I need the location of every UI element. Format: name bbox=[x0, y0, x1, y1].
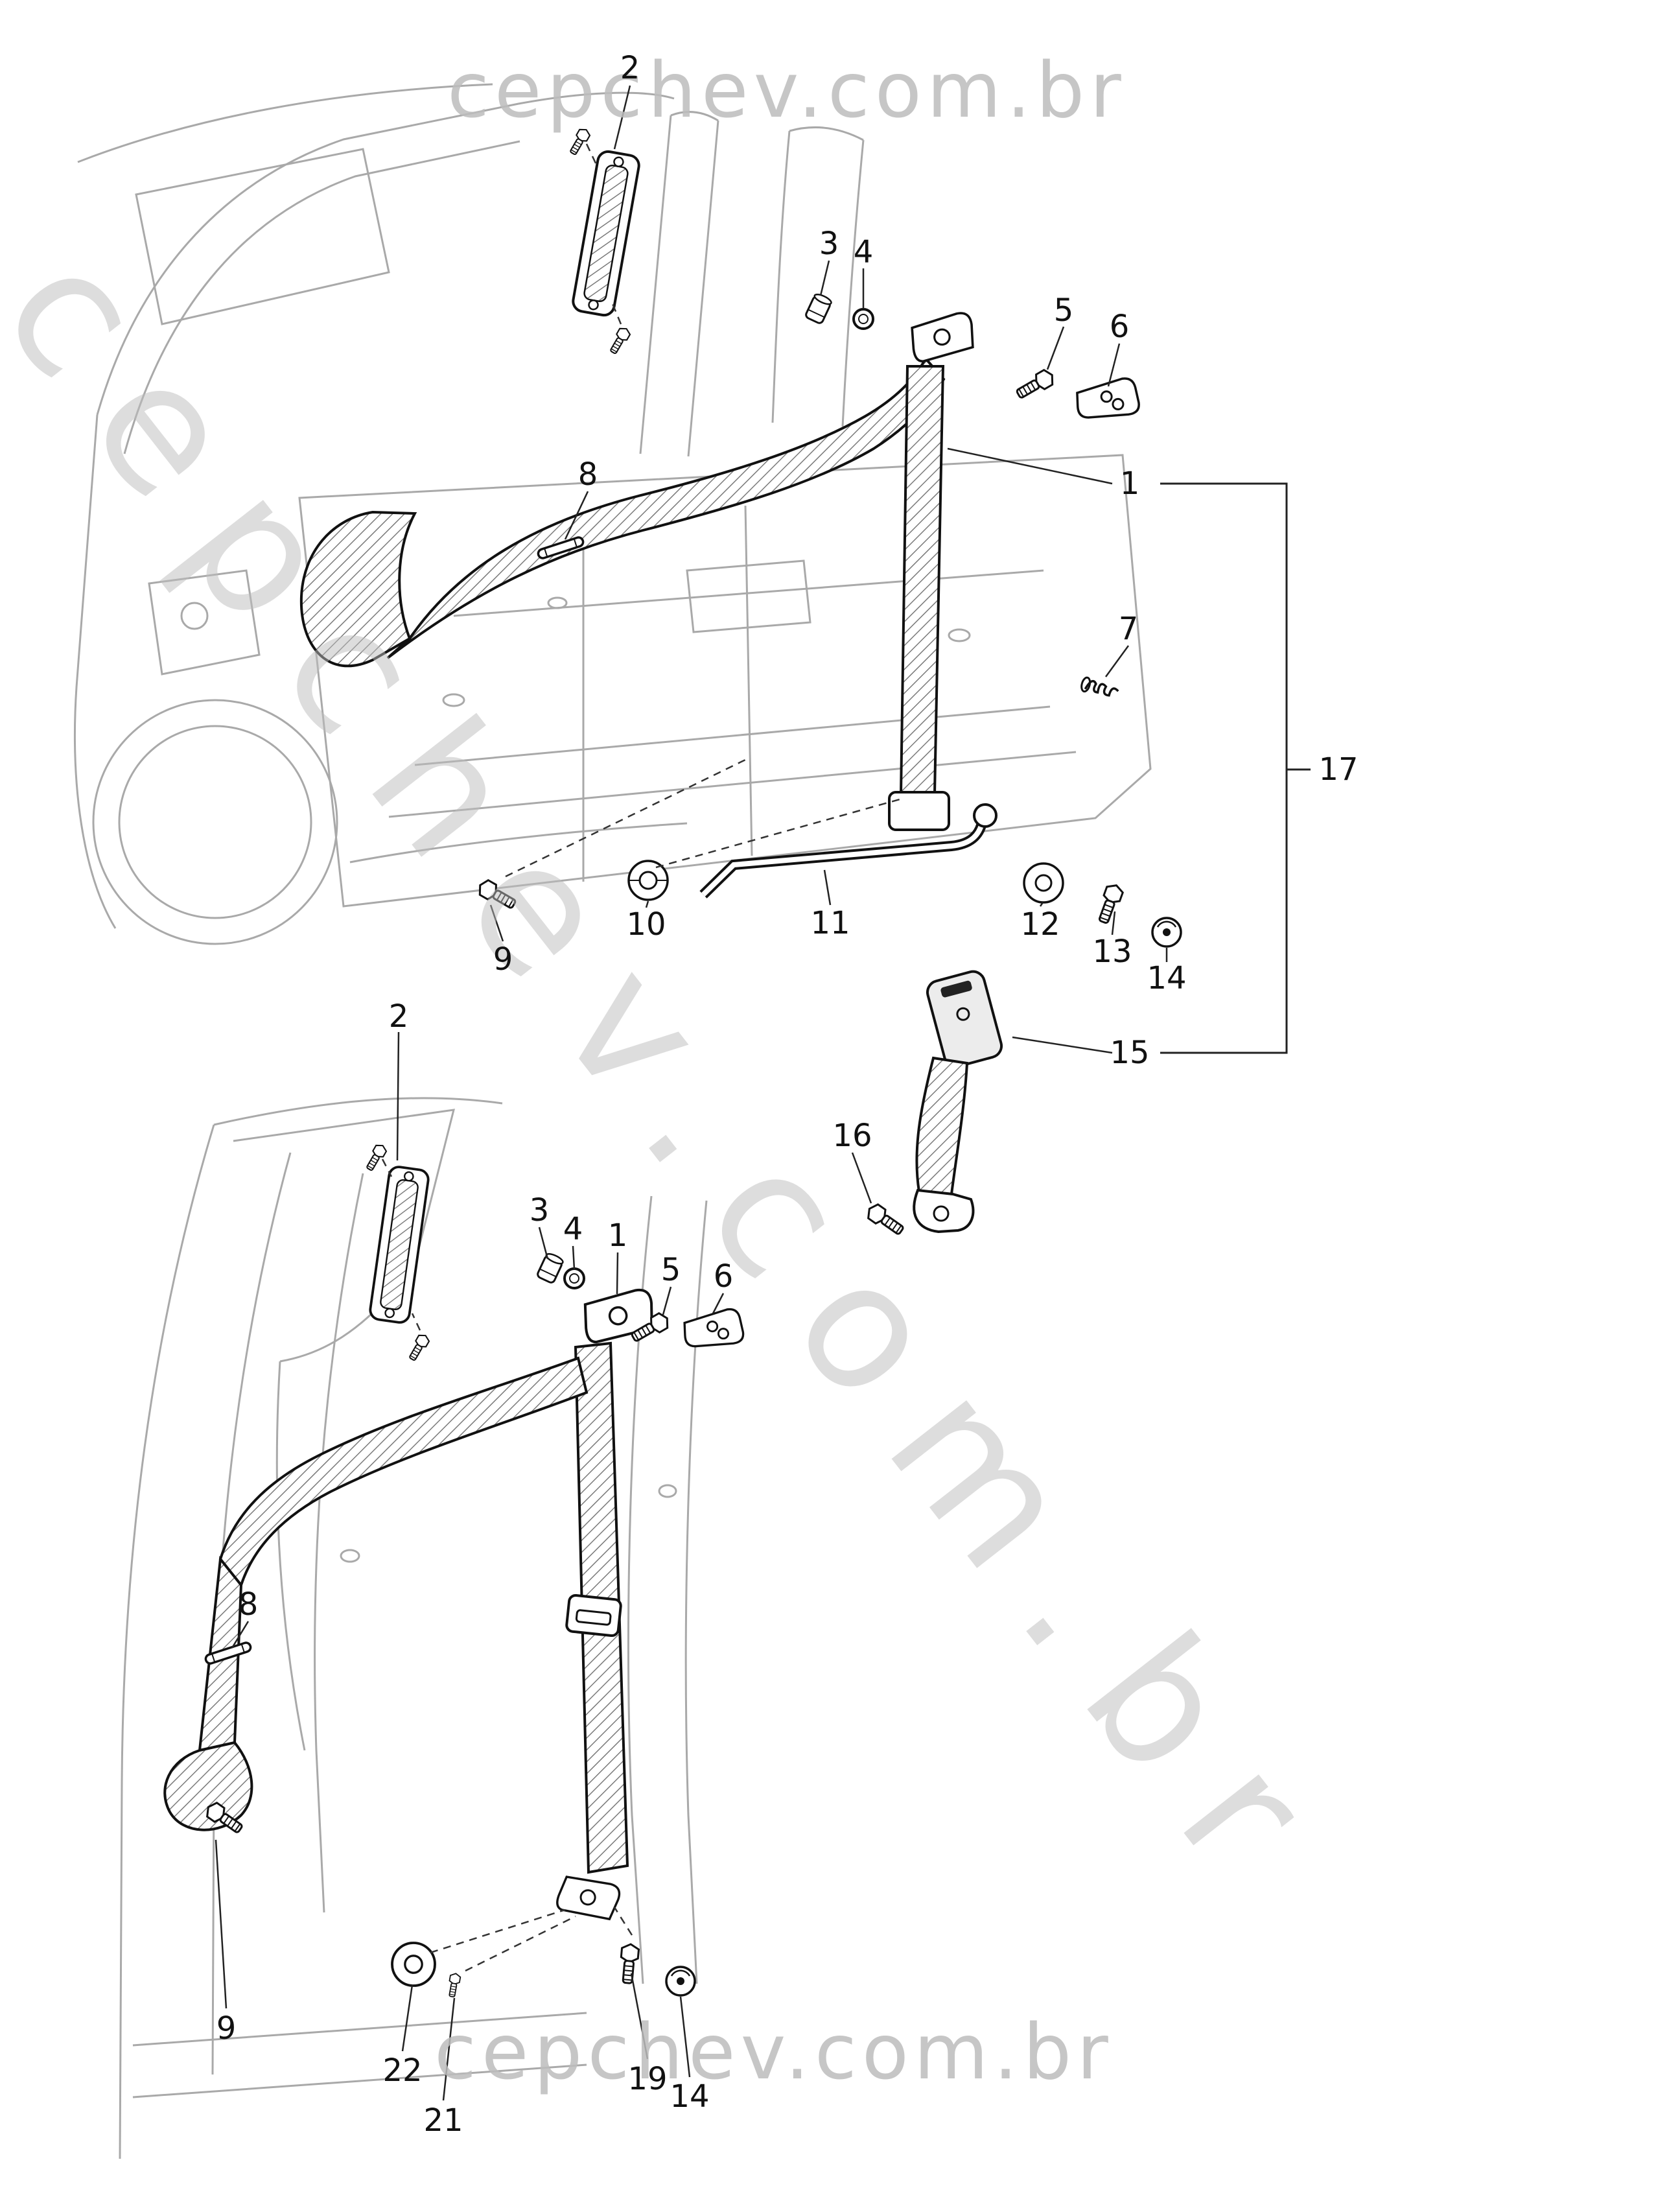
upper-belt-lower-anchor bbox=[888, 791, 950, 831]
upper-height-adjuster-rail bbox=[570, 148, 642, 318]
callout-upper-7: 7 bbox=[1118, 611, 1139, 647]
callout-upper-16: 16 bbox=[832, 1118, 872, 1154]
cap-nut-14-lower-icon bbox=[665, 1966, 696, 1997]
upper-buckle-belt bbox=[915, 1056, 969, 1196]
upper-body-structure bbox=[74, 83, 1152, 945]
lower-clip-6-icon bbox=[681, 1306, 746, 1351]
callout-upper-15: 15 bbox=[1110, 1035, 1150, 1071]
guide-rod-eye bbox=[973, 803, 998, 828]
callout-lower-1: 1 bbox=[607, 1217, 628, 1254]
callout-lower-6: 6 bbox=[713, 1258, 734, 1295]
bracket-17 bbox=[1160, 482, 1311, 1054]
callout-lower-5: 5 bbox=[660, 1252, 681, 1288]
washer-12-icon bbox=[1023, 862, 1064, 904]
lower-ring-4-icon bbox=[563, 1267, 585, 1289]
callout-upper-8: 8 bbox=[578, 456, 598, 493]
bolt-16-icon bbox=[863, 1201, 907, 1240]
callout-lower-9: 9 bbox=[216, 2010, 237, 2047]
lower-rail-screw-bottom-icon bbox=[406, 1332, 432, 1363]
callout-leader-lines bbox=[215, 85, 1168, 2101]
bolt-19-icon bbox=[618, 1942, 640, 1985]
bolt-5-icon bbox=[1013, 366, 1058, 403]
cap-nut-14-icon bbox=[1151, 917, 1182, 948]
callout-upper-4: 4 bbox=[853, 234, 874, 270]
callout-upper-1: 1 bbox=[1119, 465, 1140, 502]
callout-lower-8: 8 bbox=[238, 1586, 259, 1623]
callout-upper-2: 2 bbox=[620, 50, 640, 86]
rail-screw-bottom-icon bbox=[607, 325, 633, 357]
callout-lower-3: 3 bbox=[529, 1192, 550, 1228]
callout-upper-9: 9 bbox=[493, 941, 513, 978]
bolt-13-icon bbox=[1094, 881, 1126, 926]
grommet-10-icon bbox=[627, 860, 669, 901]
ring-4-icon bbox=[852, 308, 874, 330]
upper-belt-shoulder-band bbox=[386, 356, 946, 659]
upper-shoulder-anchor-plate bbox=[907, 309, 979, 364]
callout-upper-6: 6 bbox=[1109, 309, 1130, 345]
callout-upper-12: 12 bbox=[1020, 906, 1060, 943]
upper-belt-vertical-band bbox=[899, 365, 945, 795]
callout-upper-5: 5 bbox=[1053, 292, 1074, 329]
callout-upper-17: 17 bbox=[1318, 751, 1359, 788]
clip-6-icon bbox=[1073, 375, 1141, 423]
callout-lower-14: 14 bbox=[670, 2078, 710, 2115]
callout-upper-3: 3 bbox=[819, 226, 839, 262]
callout-lower-22: 22 bbox=[382, 2052, 423, 2089]
callout-upper-13: 13 bbox=[1092, 934, 1132, 970]
lower-belt-tongue bbox=[565, 1593, 622, 1638]
rail-screw-top-icon bbox=[566, 126, 592, 158]
lower-belt-assembly bbox=[163, 1164, 658, 1925]
upper-buckle bbox=[926, 970, 1003, 1068]
spring-7-icon bbox=[1079, 675, 1121, 701]
lower-belt-cross-band bbox=[218, 1356, 589, 1588]
washer-22-icon bbox=[391, 1942, 436, 1987]
lower-lap-anchor-plate bbox=[554, 1870, 623, 1925]
callout-lower-21: 21 bbox=[423, 2102, 463, 2139]
upper-belt-left-loop bbox=[299, 510, 417, 668]
callout-upper-10: 10 bbox=[626, 906, 666, 943]
callout-lower-19: 19 bbox=[627, 2061, 668, 2097]
callout-upper-11: 11 bbox=[810, 905, 850, 941]
callout-lower-4: 4 bbox=[563, 1211, 583, 1247]
bolt-9-icon bbox=[474, 876, 519, 913]
lower-rail-screw-top-icon bbox=[363, 1142, 389, 1173]
lower-body-structure bbox=[119, 1097, 708, 2159]
dashed-assembly-lines bbox=[381, 143, 903, 1972]
upper-belt-assembly bbox=[299, 148, 1003, 1234]
callout-upper-14: 14 bbox=[1147, 960, 1187, 996]
callout-lower-2: 2 bbox=[388, 998, 409, 1035]
stud-21-icon bbox=[446, 1972, 461, 1999]
spacer-sleeve-3-icon bbox=[804, 291, 834, 325]
lower-belt-bottom-loop bbox=[163, 1741, 253, 1831]
lower-spacer-sleeve-3-icon bbox=[535, 1251, 565, 1285]
